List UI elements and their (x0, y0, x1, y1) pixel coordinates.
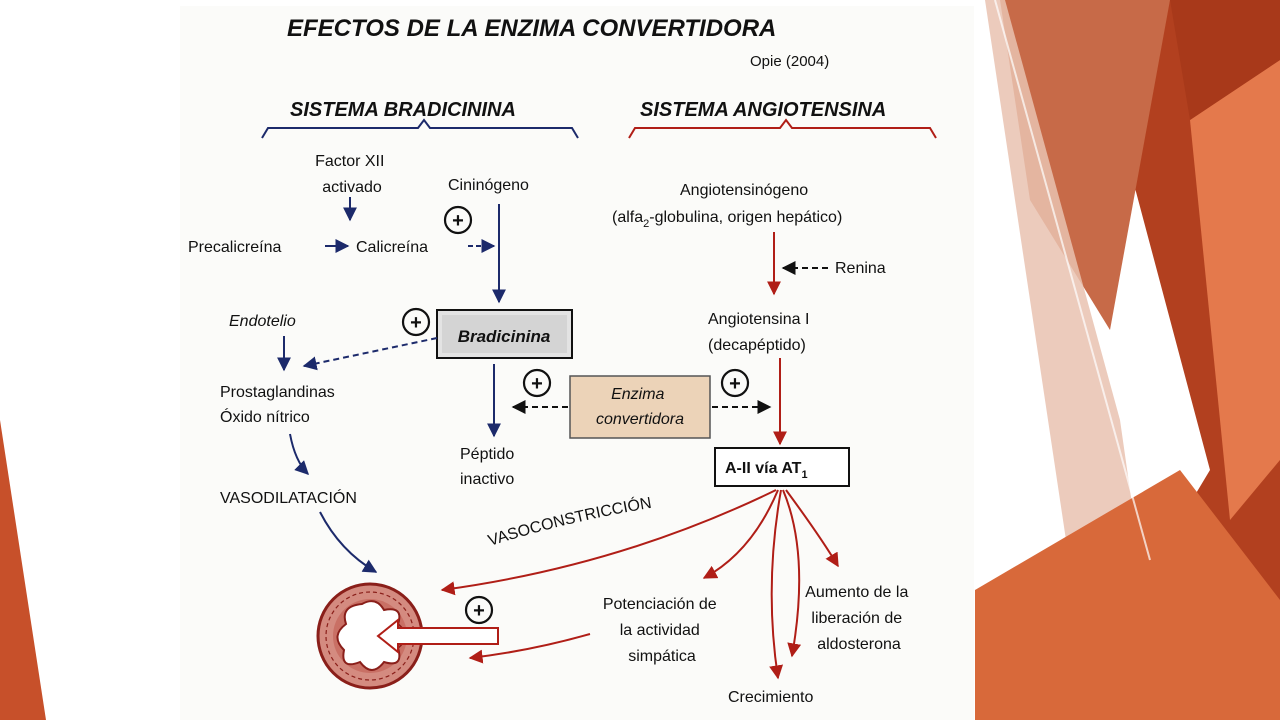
left-system-heading: SISTEMA BRADICININA (290, 99, 516, 121)
right-brace (628, 118, 937, 139)
potenciacion-label: Potenciación de la actividad simpática (603, 596, 721, 665)
arrow-to-vasodilatacion (289, 433, 309, 475)
enzima-box: Enzima convertidora (569, 375, 711, 439)
svg-text:+: + (410, 312, 422, 334)
crecimiento-label: Crecimiento (728, 689, 813, 706)
plus-icon: + (522, 368, 552, 398)
a2-box: A-II vía AT1 (714, 447, 850, 487)
arrow-a2-to-vessel (440, 489, 777, 596)
prostaglandinas-label: Prostaglandinas Óxido nítrico (220, 384, 339, 426)
right-facet-deep (1170, 0, 1280, 120)
arrow-a2-to-aldosterona-right (785, 489, 839, 568)
plus-icon: + (401, 307, 431, 337)
blood-vessel-cross-section (316, 582, 424, 690)
bradicinina-box: Bradicinina (436, 309, 573, 359)
right-facet-light (1190, 60, 1280, 520)
ace-diagram-figure: EFECTOS DE LA ENZIMA CONVERTIDORA Opie (… (180, 6, 974, 720)
hollow-arrow (376, 617, 499, 655)
citation: Opie (2004) (750, 53, 829, 70)
left-accent-bar (0, 420, 46, 720)
arrow-a2-to-potenciacion (702, 489, 779, 579)
plus-icon: + (464, 595, 494, 625)
angiotensina-i-label: Angiotensina I (decapéptido) (708, 311, 814, 354)
aldosterona-label: Aumento de la liberación de aldosterona (805, 584, 913, 653)
vasoconstriccion-label: VASOCONSTRICCIÓN (486, 495, 653, 550)
facet-line (994, 0, 1151, 561)
vessel-lumen (336, 600, 406, 671)
enzima-label: Enzima convertidora (596, 386, 684, 428)
a2-label: A-II vía AT1 (725, 460, 808, 481)
endotelio-label: Endotelio (229, 313, 296, 330)
arrow-a2-to-aldosterona (782, 489, 802, 658)
arrow-vasodilatacion-to-vessel (319, 511, 378, 573)
svg-text:+: + (452, 210, 464, 232)
cininogeno-label: Cininógeno (448, 177, 529, 194)
angiotensinogeno-detail: (alfa2-globulina, origen hepático) (612, 209, 842, 230)
right-facet-mid (1000, 0, 1170, 330)
arrow-bradicinina-to-prostaglandinas (302, 337, 438, 371)
svg-text:+: + (531, 373, 543, 395)
plus-icon: + (443, 205, 473, 235)
right-facet-pale (985, 0, 1140, 600)
left-brace (261, 118, 579, 139)
precalicreina-label: Precalicreína (188, 239, 281, 256)
svg-text:+: + (473, 600, 485, 622)
svg-text:+: + (729, 373, 741, 395)
peptido-inactivo-label: Péptido inactivo (460, 446, 519, 488)
calicreina-label: Calicreína (356, 239, 428, 256)
arrow-potenciacion-to-vessel (468, 633, 591, 664)
renina-label: Renina (835, 260, 886, 277)
bradicinina-label: Bradicinina (458, 327, 551, 346)
right-system-heading: SISTEMA ANGIOTENSINA (640, 99, 886, 121)
diagram-title: EFECTOS DE LA ENZIMA CONVERTIDORA (287, 15, 776, 42)
vasodilatacion-label: VASODILATACIÓN (220, 488, 357, 507)
right-facet-orange (975, 470, 1280, 720)
angiotensinogeno-label: Angiotensinógeno (680, 182, 808, 199)
arrow-a2-to-crecimiento (769, 489, 784, 680)
factor-xii-label: Factor XII activado (315, 153, 389, 196)
plus-icon: + (720, 368, 750, 398)
